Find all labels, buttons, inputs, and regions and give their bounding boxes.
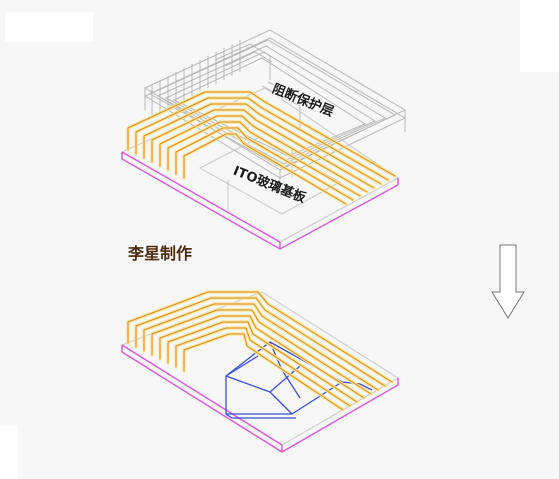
blank-patch: [0, 425, 18, 479]
top-assembly: [120, 29, 407, 250]
barrier-layer-wireframe: [143, 29, 407, 190]
blank-patch: [5, 12, 93, 42]
trace-bundle-top: [126, 90, 397, 206]
blank-patch: [520, 0, 559, 72]
author-credit: 李星制作: [128, 244, 193, 263]
bottom-assembly: [120, 290, 399, 453]
down-arrow-icon: [491, 244, 525, 319]
trace-bundle-bottom: [126, 290, 394, 412]
